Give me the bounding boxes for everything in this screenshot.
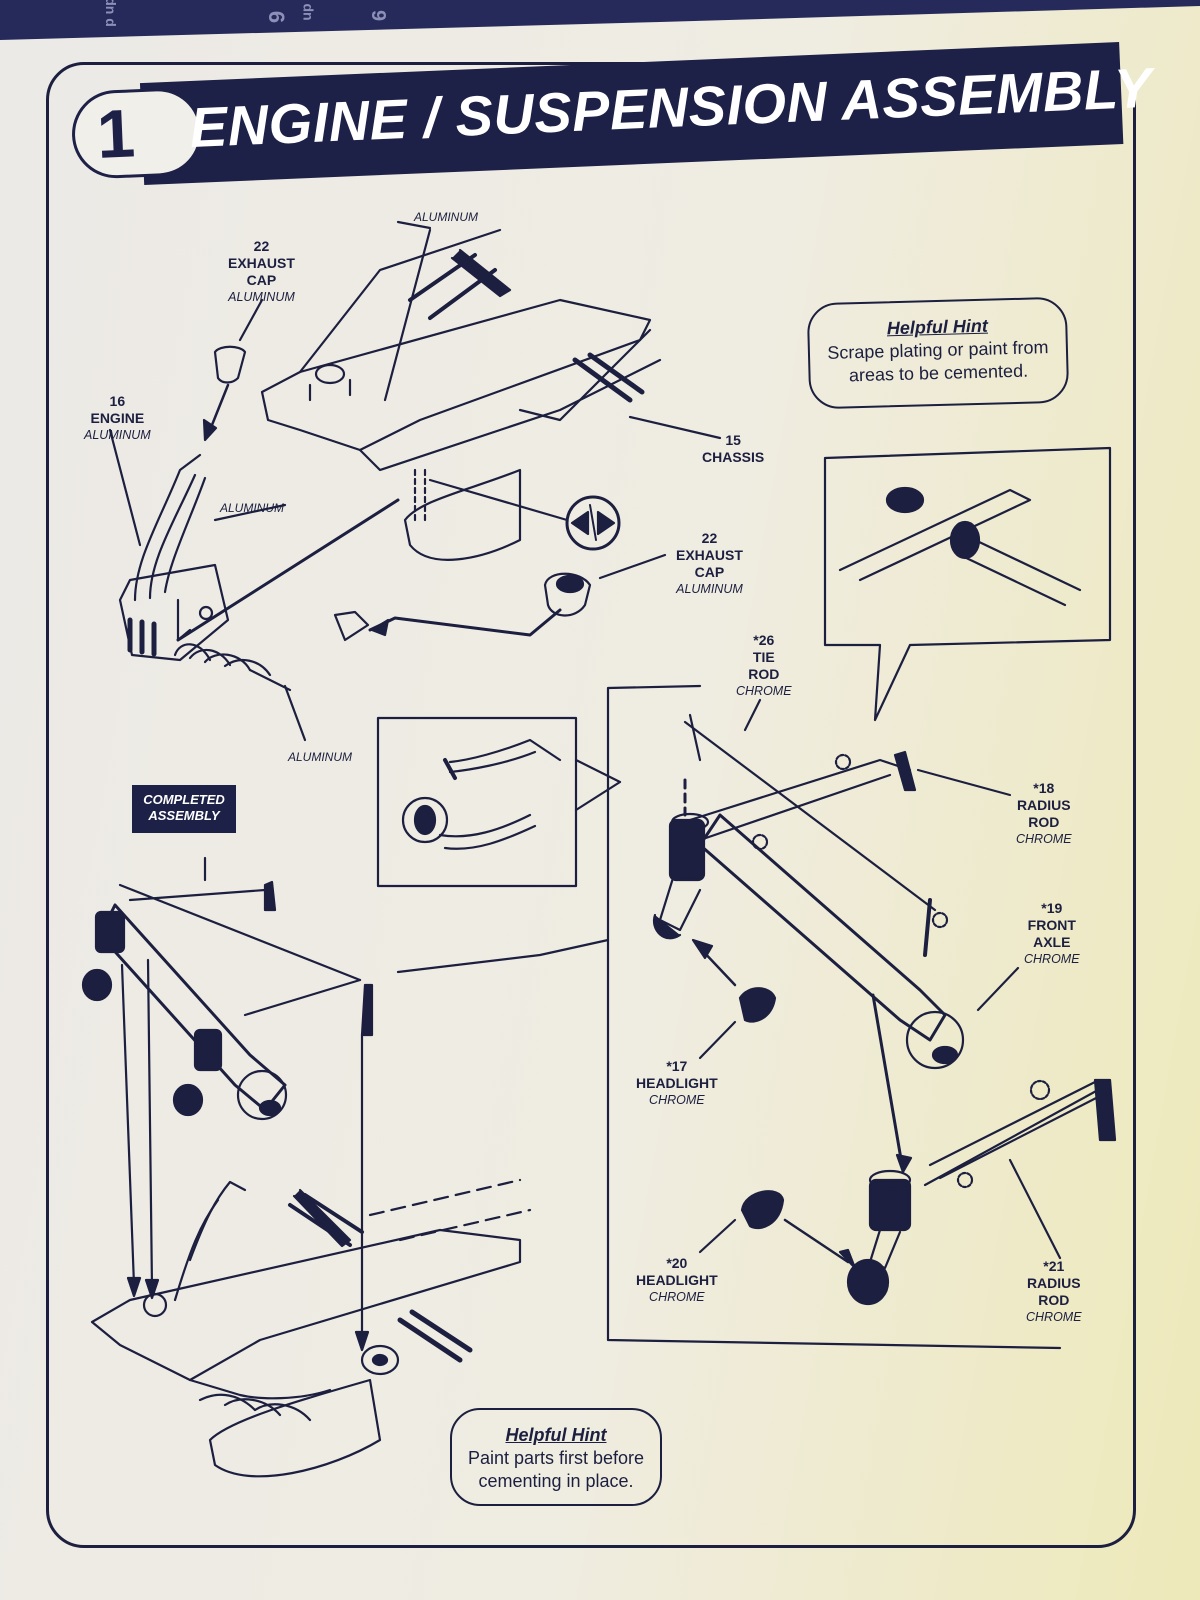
part-name: EXHAUST	[228, 255, 295, 271]
part-number: *20	[666, 1255, 688, 1271]
part-label-headlight-17: *17 HEADLIGHT CHROME	[636, 1058, 718, 1109]
hint-line: cementing in place.	[478, 1471, 634, 1491]
hint-line: Paint parts first before	[467, 1448, 645, 1468]
part-number: 22	[701, 530, 718, 546]
part-label-tie-rod-26: *26 TIE ROD CHROME	[736, 632, 792, 700]
cement-symbol-icon	[428, 478, 621, 551]
part-finish: CHROME	[649, 1093, 705, 1107]
headlight-17-illustration	[691, 938, 777, 1060]
part-label-exhaust-cap-22b: 22 EXHAUST CAP ALUMINUM	[676, 530, 743, 598]
finish-callout-headers: ALUMINUM	[288, 750, 353, 764]
part-number: *26	[753, 632, 775, 648]
part-number: *21	[1043, 1258, 1065, 1274]
part-finish: CHROME	[1024, 952, 1080, 966]
part-finish: ALUMINUM	[228, 290, 295, 304]
part-name: CHASSIS	[702, 449, 765, 465]
part-number: *19	[1041, 900, 1063, 916]
part-label-chassis-15: 15 CHASSIS	[702, 432, 764, 466]
radius-rod-detail-box	[823, 446, 1112, 722]
part-number: 22	[253, 238, 270, 254]
tie-rod-detail-box	[376, 716, 622, 888]
part-finish: CHROME	[649, 1290, 705, 1304]
part-name: RADIUS	[1016, 797, 1071, 813]
part-name: ENGINE	[90, 410, 145, 426]
helpful-hint-scrape: Helpful Hint Scrape plating or paint fro…	[806, 296, 1070, 410]
completed-assembly-badge: COMPLETED ASSEMBLY	[132, 785, 236, 833]
exhaust-cap-top-illustration	[202, 298, 264, 442]
part-finish: ALUMINUM	[84, 428, 151, 442]
completed-axle-illustration	[81, 856, 374, 1121]
completed-chassis-illustration	[90, 1178, 532, 1478]
part-finish: CHROME	[1026, 1310, 1082, 1324]
part-number: *18	[1033, 780, 1055, 796]
part-name: ROD	[1038, 1292, 1070, 1308]
part-name: ROD	[1028, 814, 1060, 830]
finish-callout-engine: ALUMINUM	[220, 501, 285, 515]
part-name: EXHAUST	[676, 547, 743, 563]
part-name: CAP	[246, 272, 277, 288]
part-finish: CHROME	[736, 684, 792, 698]
radius-rod-21-illustration	[846, 993, 1117, 1306]
part-name: FRONT	[1027, 917, 1076, 933]
finish-callout-top: ALUMINUM	[414, 210, 479, 224]
headlight-20-illustration	[698, 1190, 857, 1270]
part-name: ROD	[748, 666, 780, 682]
part-label-engine-16: 16 ENGINE ALUMINUM	[84, 393, 151, 444]
part-finish: CHROME	[1016, 832, 1072, 846]
helpful-hint-paint: Helpful Hint Paint parts first before ce…	[450, 1408, 662, 1506]
part-label-headlight-20: *20 HEADLIGHT CHROME	[636, 1255, 718, 1306]
hint-title: Helpful Hint	[505, 1425, 607, 1445]
chassis-illustration	[260, 228, 662, 561]
part-label-exhaust-cap-22: 22 EXHAUST CAP ALUMINUM	[228, 238, 295, 306]
part-number: *17	[666, 1058, 688, 1074]
part-label-front-axle-19: *19 FRONT AXLE CHROME	[1024, 900, 1080, 968]
part-name: HEADLIGHT	[636, 1075, 718, 1091]
engine-illustration	[108, 428, 562, 742]
part-name: TIE	[752, 649, 775, 665]
part-label-radius-rod-21: *21 RADIUS ROD CHROME	[1026, 1258, 1082, 1326]
part-number: 15	[725, 432, 741, 448]
part-name: HEADLIGHT	[636, 1272, 718, 1288]
part-finish: ALUMINUM	[676, 582, 743, 596]
exhaust-cap-right-illustration	[543, 553, 667, 617]
part-name: AXLE	[1033, 934, 1071, 950]
badge-line: COMPLETED	[143, 792, 225, 807]
part-name: CAP	[694, 564, 725, 580]
front-axle-illustration	[652, 698, 1020, 1070]
part-label-radius-rod-18: *18 RADIUS ROD CHROME	[1016, 780, 1072, 848]
part-number: 16	[109, 393, 126, 409]
badge-line: ASSEMBLY	[148, 808, 220, 823]
part-name: RADIUS	[1026, 1275, 1081, 1291]
